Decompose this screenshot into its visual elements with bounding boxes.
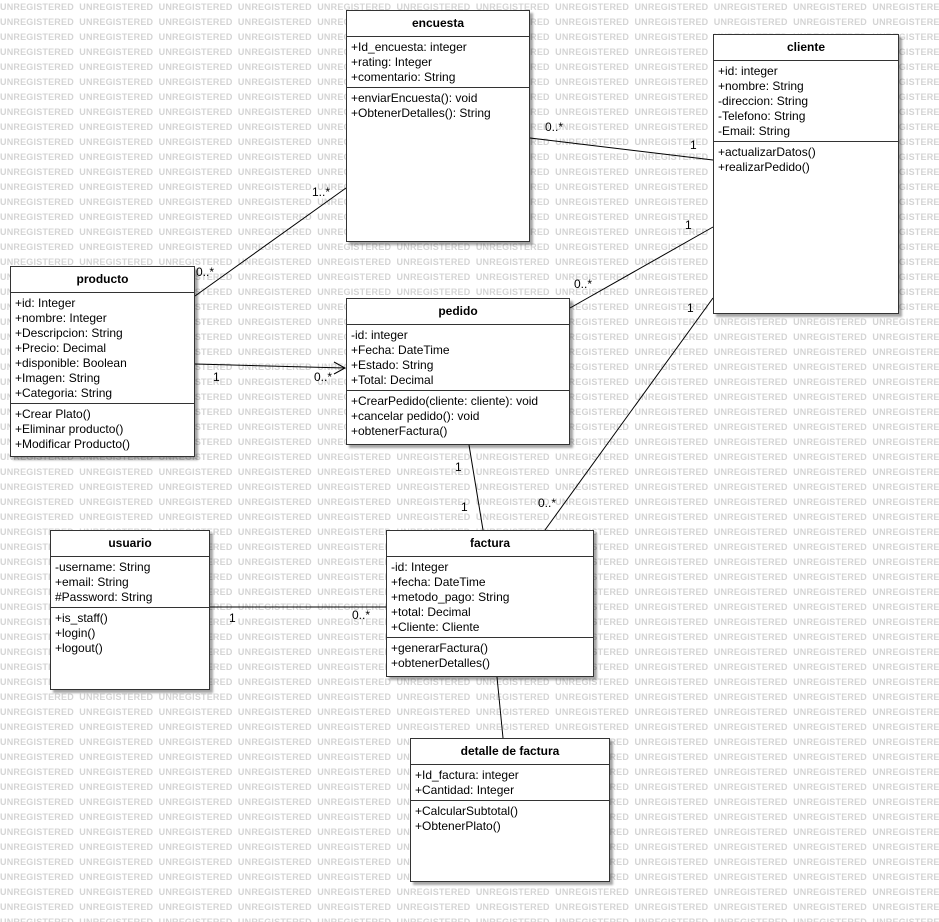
multiplicity-label: 0..*: [196, 265, 215, 279]
operation[interactable]: +Modificar Producto(): [15, 437, 131, 451]
class-detalle-de-factura[interactable]: detalle de factura +Id_factura: integer …: [410, 738, 610, 882]
attribute[interactable]: +Cliente: Cliente: [391, 620, 480, 634]
operation[interactable]: +Crear Plato(): [15, 407, 91, 421]
operation[interactable]: +ObtenerDetalles(): String: [351, 106, 491, 120]
multiplicity-label: 1: [229, 611, 236, 625]
class-name: usuario: [51, 531, 209, 557]
assoc-cliente-factura[interactable]: [544, 297, 714, 531]
attribute[interactable]: +Imagen: String: [15, 371, 101, 385]
operation[interactable]: +realizarPedido(): [718, 160, 810, 174]
operations-compartment: +generarFactura() +obtenerDetalles(): [387, 638, 593, 673]
attributes-compartment: +Id_factura: integer +Cantidad: Integer: [411, 765, 609, 801]
attribute[interactable]: -id: Integer: [391, 560, 449, 574]
assoc-cliente-pedido[interactable]: [569, 226, 714, 309]
attribute[interactable]: +email: String: [55, 575, 129, 589]
attribute[interactable]: +Fecha: DateTime: [351, 343, 450, 357]
attributes-compartment: +id: integer +nombre: String -direccion:…: [714, 61, 898, 142]
multiplicity-label: 0..*: [352, 608, 371, 622]
multiplicity-label: 1: [687, 301, 694, 315]
multiplicity-label: 0..*: [314, 370, 333, 384]
multiplicity-label: 1..*: [312, 185, 331, 199]
multiplicity-label: 1: [455, 460, 462, 474]
attribute[interactable]: +Categoria: String: [15, 386, 113, 400]
operation[interactable]: +ObtenerPlato(): [415, 819, 501, 833]
attributes-compartment: -username: String +email: String #Passwo…: [51, 557, 209, 608]
attribute[interactable]: +Total: Decimal: [351, 373, 434, 387]
multiplicity-label: 1: [690, 138, 697, 152]
operations-compartment: +actualizarDatos() +realizarPedido(): [714, 142, 898, 177]
operation[interactable]: +is_staff(): [55, 611, 108, 625]
operations-compartment: +is_staff() +login() +logout(): [51, 608, 209, 658]
class-pedido[interactable]: pedido -id: integer +Fecha: DateTime +Es…: [346, 298, 570, 445]
operation[interactable]: +cancelar pedido(): void: [351, 409, 480, 423]
multiplicity-label: 1: [213, 370, 220, 384]
attribute[interactable]: +Estado: String: [351, 358, 434, 372]
attribute[interactable]: +total: Decimal: [391, 605, 471, 619]
multiplicity-label: 1: [685, 218, 692, 232]
attribute[interactable]: +Cantidad: Integer: [415, 783, 515, 797]
class-factura[interactable]: factura -id: Integer +fecha: DateTime +m…: [386, 530, 594, 677]
multiplicity-label: 1: [461, 500, 468, 514]
operations-compartment: +Crear Plato() +Eliminar producto() +Mod…: [11, 404, 194, 454]
attribute[interactable]: +id: Integer: [15, 296, 76, 310]
attribute[interactable]: +nombre: String: [718, 79, 804, 93]
operations-compartment: +CalcularSubtotal() +ObtenerPlato(): [411, 801, 609, 836]
attribute[interactable]: +comentario: String: [351, 70, 456, 84]
attribute[interactable]: +fecha: DateTime: [391, 575, 486, 589]
attribute[interactable]: +id: integer: [718, 64, 778, 78]
attribute[interactable]: +disponible: Boolean: [15, 356, 127, 370]
class-name: encuesta: [347, 11, 529, 37]
class-cliente[interactable]: cliente +id: integer +nombre: String -di…: [713, 34, 899, 314]
class-name: producto: [11, 267, 194, 293]
class-name: pedido: [347, 299, 569, 325]
attribute[interactable]: +Descripcion: String: [15, 326, 123, 340]
operation[interactable]: +actualizarDatos(): [718, 145, 816, 159]
operations-compartment: +enviarEncuesta(): void +ObtenerDetalles…: [347, 88, 529, 123]
operation[interactable]: +obtenerDetalles(): [391, 656, 491, 670]
assoc-encuesta-cliente[interactable]: [529, 137, 714, 161]
class-usuario[interactable]: usuario -username: String +email: String…: [50, 530, 210, 690]
attribute[interactable]: +Id_factura: integer: [415, 768, 519, 782]
attribute[interactable]: +nombre: Integer: [15, 311, 107, 325]
attributes-compartment: +Id_encuesta: integer +rating: Integer +…: [347, 37, 529, 88]
operation[interactable]: +login(): [55, 626, 96, 640]
operations-compartment: +CrearPedido(cliente: cliente): void +ca…: [347, 391, 569, 441]
assoc-pedido-factura[interactable]: [468, 444, 484, 531]
attributes-compartment: -id: integer +Fecha: DateTime +Estado: S…: [347, 325, 569, 391]
attributes-compartment: -id: Integer +fecha: DateTime +metodo_pa…: [387, 557, 593, 638]
attribute[interactable]: #Password: String: [55, 590, 153, 604]
multiplicity-label: 0..*: [538, 496, 557, 510]
operation[interactable]: +obtenerFactura(): [351, 424, 448, 438]
attributes-compartment: +id: Integer +nombre: Integer +Descripci…: [11, 293, 194, 404]
multiplicity-label: 0..*: [574, 277, 593, 291]
attribute[interactable]: -Telefono: String: [718, 109, 806, 123]
attribute[interactable]: -username: String: [55, 560, 151, 574]
operation[interactable]: +enviarEncuesta(): void: [351, 91, 478, 105]
class-name: factura: [387, 531, 593, 557]
assoc-producto-encuesta[interactable]: [194, 187, 347, 297]
attribute[interactable]: +rating: Integer: [351, 55, 433, 69]
operation[interactable]: +CrearPedido(cliente: cliente): void: [351, 394, 539, 408]
multiplicity-label: 0..*: [545, 120, 564, 134]
attribute[interactable]: -direccion: String: [718, 94, 809, 108]
class-name: detalle de factura: [411, 739, 609, 765]
operation[interactable]: +Eliminar producto(): [15, 422, 124, 436]
navigability-arrowhead: [333, 361, 347, 375]
class-encuesta[interactable]: encuesta +Id_encuesta: integer +rating: …: [346, 10, 530, 242]
attribute[interactable]: -id: integer: [351, 328, 408, 342]
operation[interactable]: +logout(): [55, 641, 103, 655]
assoc-producto-pedido[interactable]: [194, 363, 346, 369]
operation[interactable]: +generarFactura(): [391, 641, 489, 655]
attribute[interactable]: +Id_encuesta: integer: [351, 40, 467, 54]
attribute[interactable]: -Email: String: [718, 124, 791, 138]
assoc-factura-detalle[interactable]: [496, 676, 504, 739]
attribute[interactable]: +metodo_pago: String: [391, 590, 510, 604]
class-producto[interactable]: producto +id: Integer +nombre: Integer +…: [10, 266, 195, 457]
operation[interactable]: +CalcularSubtotal(): [415, 804, 519, 818]
attribute[interactable]: +Precio: Decimal: [15, 341, 107, 355]
class-name: cliente: [714, 35, 898, 61]
